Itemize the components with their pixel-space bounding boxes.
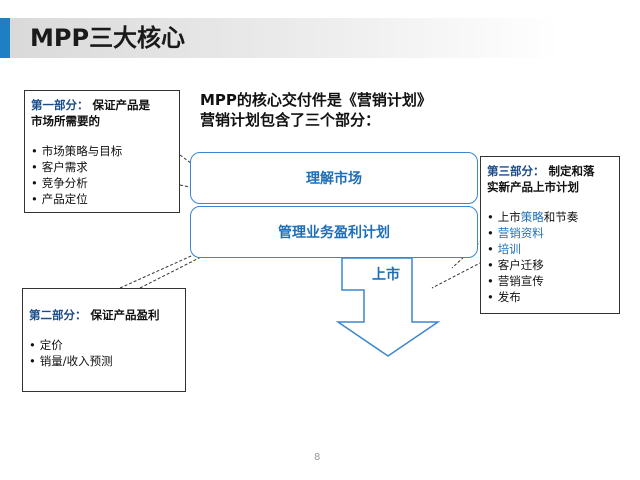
list-item: 营销资料 [487,225,613,241]
part1-rest: 保证产品是 [92,98,151,112]
part1-lead: 第一部分： [31,98,89,112]
list-item: 销量/收入预测 [29,353,179,369]
part3-box: 第三部分： 制定和落 实新产品上市计划 上市策略和节奏 营销资料 培训 客户迁移… [480,156,620,314]
title-bar [0,18,560,58]
list-item: 培训 [487,241,613,257]
launch-label: 上市 [372,267,400,283]
headline-line1: MPP的核心交付件是《营销计划》 [200,91,432,109]
page-title: MPP三大核心 [30,24,186,52]
understand-market-box: 理解市场 [190,152,478,204]
title-accent [0,18,10,58]
part2-lead: 第二部分： [29,308,87,322]
list-item: 营销宣传 [487,273,613,289]
part3-heading: 第三部分： 制定和落 实新产品上市计划 [487,163,613,195]
list-item: 客户需求 [31,159,173,175]
list-item: 市场策略与目标 [31,143,173,159]
connector-part3b [431,261,483,289]
part3-lead: 第三部分： [487,164,545,178]
part1-box: 第一部分： 保证产品是 市场所需要的 市场策略与目标 客户需求 竞争分析 产品定… [24,90,180,213]
list-item: 上市策略和节奏 [487,209,613,225]
part3-rest: 制定和落 [548,164,595,178]
launch-arrow [335,257,441,357]
part2-rest: 保证产品盈利 [90,308,160,322]
list-item: 产品定位 [31,191,173,207]
part1-heading: 第一部分： 保证产品是 市场所需要的 [31,97,173,129]
headline-line2: 营销计划包含了三个部分： [200,111,381,129]
part1-line2: 市场所需要的 [31,114,100,128]
list-item: 发布 [487,289,613,305]
manage-profit-plan-box: 管理业务盈利计划 [190,206,478,258]
headline: MPP的核心交付件是《营销计划》 营销计划包含了三个部分： [200,90,432,130]
part3-list: 上市策略和节奏 营销资料 培训 客户迁移 营销宣传 发布 [487,209,613,305]
part2-heading: 第二部分： 保证产品盈利 [29,307,179,323]
list-item: 客户迁移 [487,257,613,273]
connector-part2b [139,254,206,289]
part3-line2: 实新产品上市计划 [487,180,579,194]
list-item: 竞争分析 [31,175,173,191]
connector-part2 [119,251,201,289]
part2-list: 定价 销量/收入预测 [29,337,179,369]
page-number: 8 [314,452,321,463]
list-item: 定价 [29,337,179,353]
part1-list: 市场策略与目标 客户需求 竞争分析 产品定位 [31,143,173,207]
part2-box: 第二部分： 保证产品盈利 定价 销量/收入预测 [22,288,186,392]
